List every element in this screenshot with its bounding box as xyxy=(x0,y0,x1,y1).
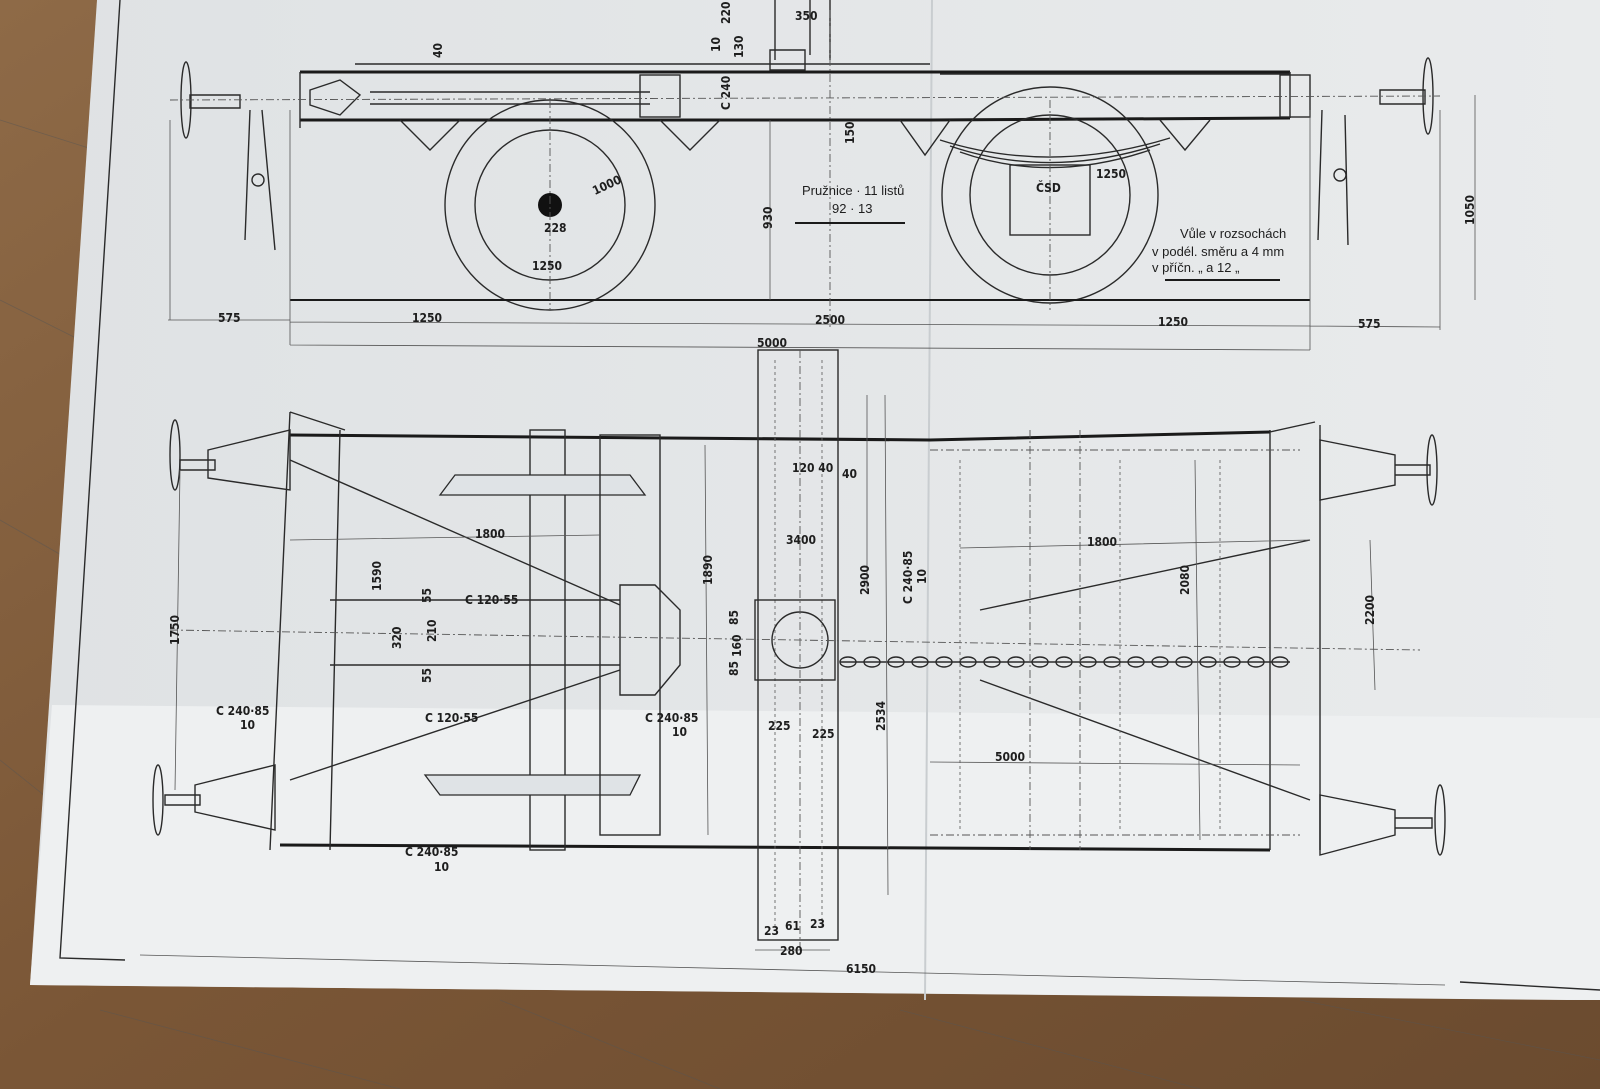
dim-40: 40 xyxy=(431,43,445,58)
dim-10: 10 xyxy=(709,37,723,52)
chain-link xyxy=(863,656,881,668)
profile-c240-bottom-sub: 10 xyxy=(434,860,449,874)
chain-link xyxy=(1127,656,1145,668)
profile-c120-upper: C 120·55 xyxy=(465,593,518,607)
chain-link xyxy=(1151,656,1169,668)
dim-350: 350 xyxy=(795,9,818,23)
dim-55-upper: 55 xyxy=(420,588,434,603)
dim-160: 160 xyxy=(730,634,744,657)
chain-link xyxy=(959,656,977,668)
dim-1250-right-bottom: 1250 xyxy=(1158,315,1188,329)
dim-575-right: 575 xyxy=(1358,317,1381,331)
dim-225-right: 225 xyxy=(812,727,835,741)
dim-1800-left: 1800 xyxy=(475,527,505,541)
side-elevation xyxy=(168,0,1476,351)
dim-2900: 2900 xyxy=(858,565,872,595)
dim-40-plan: 40 xyxy=(842,467,857,481)
paper-lower-fold xyxy=(30,705,1600,1000)
dim-55-lower: 55 xyxy=(420,668,434,683)
profile-c120-lower: C 120·55 xyxy=(425,711,478,725)
chain-link xyxy=(1103,656,1121,668)
chain-link xyxy=(935,656,953,668)
dim-2200: 2200 xyxy=(1363,595,1377,625)
chain-link xyxy=(1223,656,1241,668)
chain xyxy=(839,656,1290,668)
dim-210: 210 xyxy=(425,619,439,642)
dim-1800-right: 1800 xyxy=(1087,535,1117,549)
dim-1250-right: 1250 xyxy=(1096,167,1126,181)
wood-grain xyxy=(0,119,1600,1089)
dim-61: 61 xyxy=(785,919,800,933)
dim-6150: 6150 xyxy=(846,962,876,976)
dim-23-right: 23 xyxy=(810,917,825,931)
dim-228: 228 xyxy=(544,221,567,235)
dim-3400: 3400 xyxy=(786,533,816,547)
clearance-note-line2: v podél. směru a 4 mm xyxy=(1152,244,1284,259)
chain-link xyxy=(911,656,929,668)
dim-5000-total: 5000 xyxy=(757,336,787,350)
dim-2080: 2080 xyxy=(1178,565,1192,595)
dim-150: 150 xyxy=(843,121,857,144)
dim-130: 130 xyxy=(732,35,746,58)
profile-c240-mid: C 240·85 xyxy=(645,711,698,725)
dim-220: 220 xyxy=(719,1,733,24)
dim-c240: C 240 xyxy=(719,76,733,110)
profile-c240-bottom: C 240·85 xyxy=(405,845,458,859)
spring-note-line2: 92 · 13 xyxy=(832,201,872,216)
axlebox-mark: ČSD xyxy=(1036,180,1061,195)
profile-c240-bolster: C 240·85 xyxy=(901,551,915,604)
dim-225-left: 225 xyxy=(768,719,791,733)
dim-1750: 1750 xyxy=(168,615,182,645)
chain-link xyxy=(839,656,857,668)
dim-85-lower: 85 xyxy=(727,661,741,676)
chain-link xyxy=(1031,656,1049,668)
side-view-labels: 40 10 220 130 350 C 240 150 1000 228 125… xyxy=(218,1,1477,350)
spring-note-line1: Pružnice · 11 listů xyxy=(802,183,904,198)
dim-1050: 1050 xyxy=(1463,195,1477,225)
plan-view-labels: 120 40 40 1800 1800 3400 1590 1890 2900 … xyxy=(168,461,1377,976)
dim-280: 280 xyxy=(780,944,803,958)
profile-c240-bolster-sub: 10 xyxy=(915,569,929,584)
dim-85-upper: 85 xyxy=(727,610,741,625)
dim-930: 930 xyxy=(761,206,775,229)
chain-link xyxy=(1007,656,1025,668)
dim-2534: 2534 xyxy=(874,700,888,731)
dim-1890: 1890 xyxy=(701,555,715,585)
chain-link xyxy=(1175,656,1193,668)
dim-575-left: 575 xyxy=(218,311,241,325)
fold-line-vertical xyxy=(924,0,933,1001)
chain-link xyxy=(1055,656,1073,668)
profile-c240-mid-sub: 10 xyxy=(672,725,687,739)
chain-link xyxy=(1199,656,1217,668)
profile-c240-left: C 240·85 xyxy=(216,704,269,718)
dim-120-40: 120 40 xyxy=(792,461,833,475)
dim-23-left: 23 xyxy=(764,924,779,938)
dim-320: 320 xyxy=(390,626,404,649)
dim-5000-plan: 5000 xyxy=(995,750,1025,764)
chain-link xyxy=(1247,656,1265,668)
plan-view xyxy=(139,349,1446,986)
dim-1250-left: 1250 xyxy=(412,311,442,325)
dim-1590: 1590 xyxy=(370,561,384,591)
profile-c240-left-sub: 10 xyxy=(240,718,255,732)
chain-link xyxy=(983,656,1001,668)
dim-2500: 2500 xyxy=(815,313,845,327)
chain-link xyxy=(1271,656,1289,668)
dim-1250-wheelbase: 1250 xyxy=(532,259,562,273)
chain-link xyxy=(887,656,905,668)
clearance-note-line1: Vůle v rozsochách xyxy=(1180,226,1286,241)
clearance-note-line3: v příčn. „ a 12 „ xyxy=(1152,260,1239,275)
